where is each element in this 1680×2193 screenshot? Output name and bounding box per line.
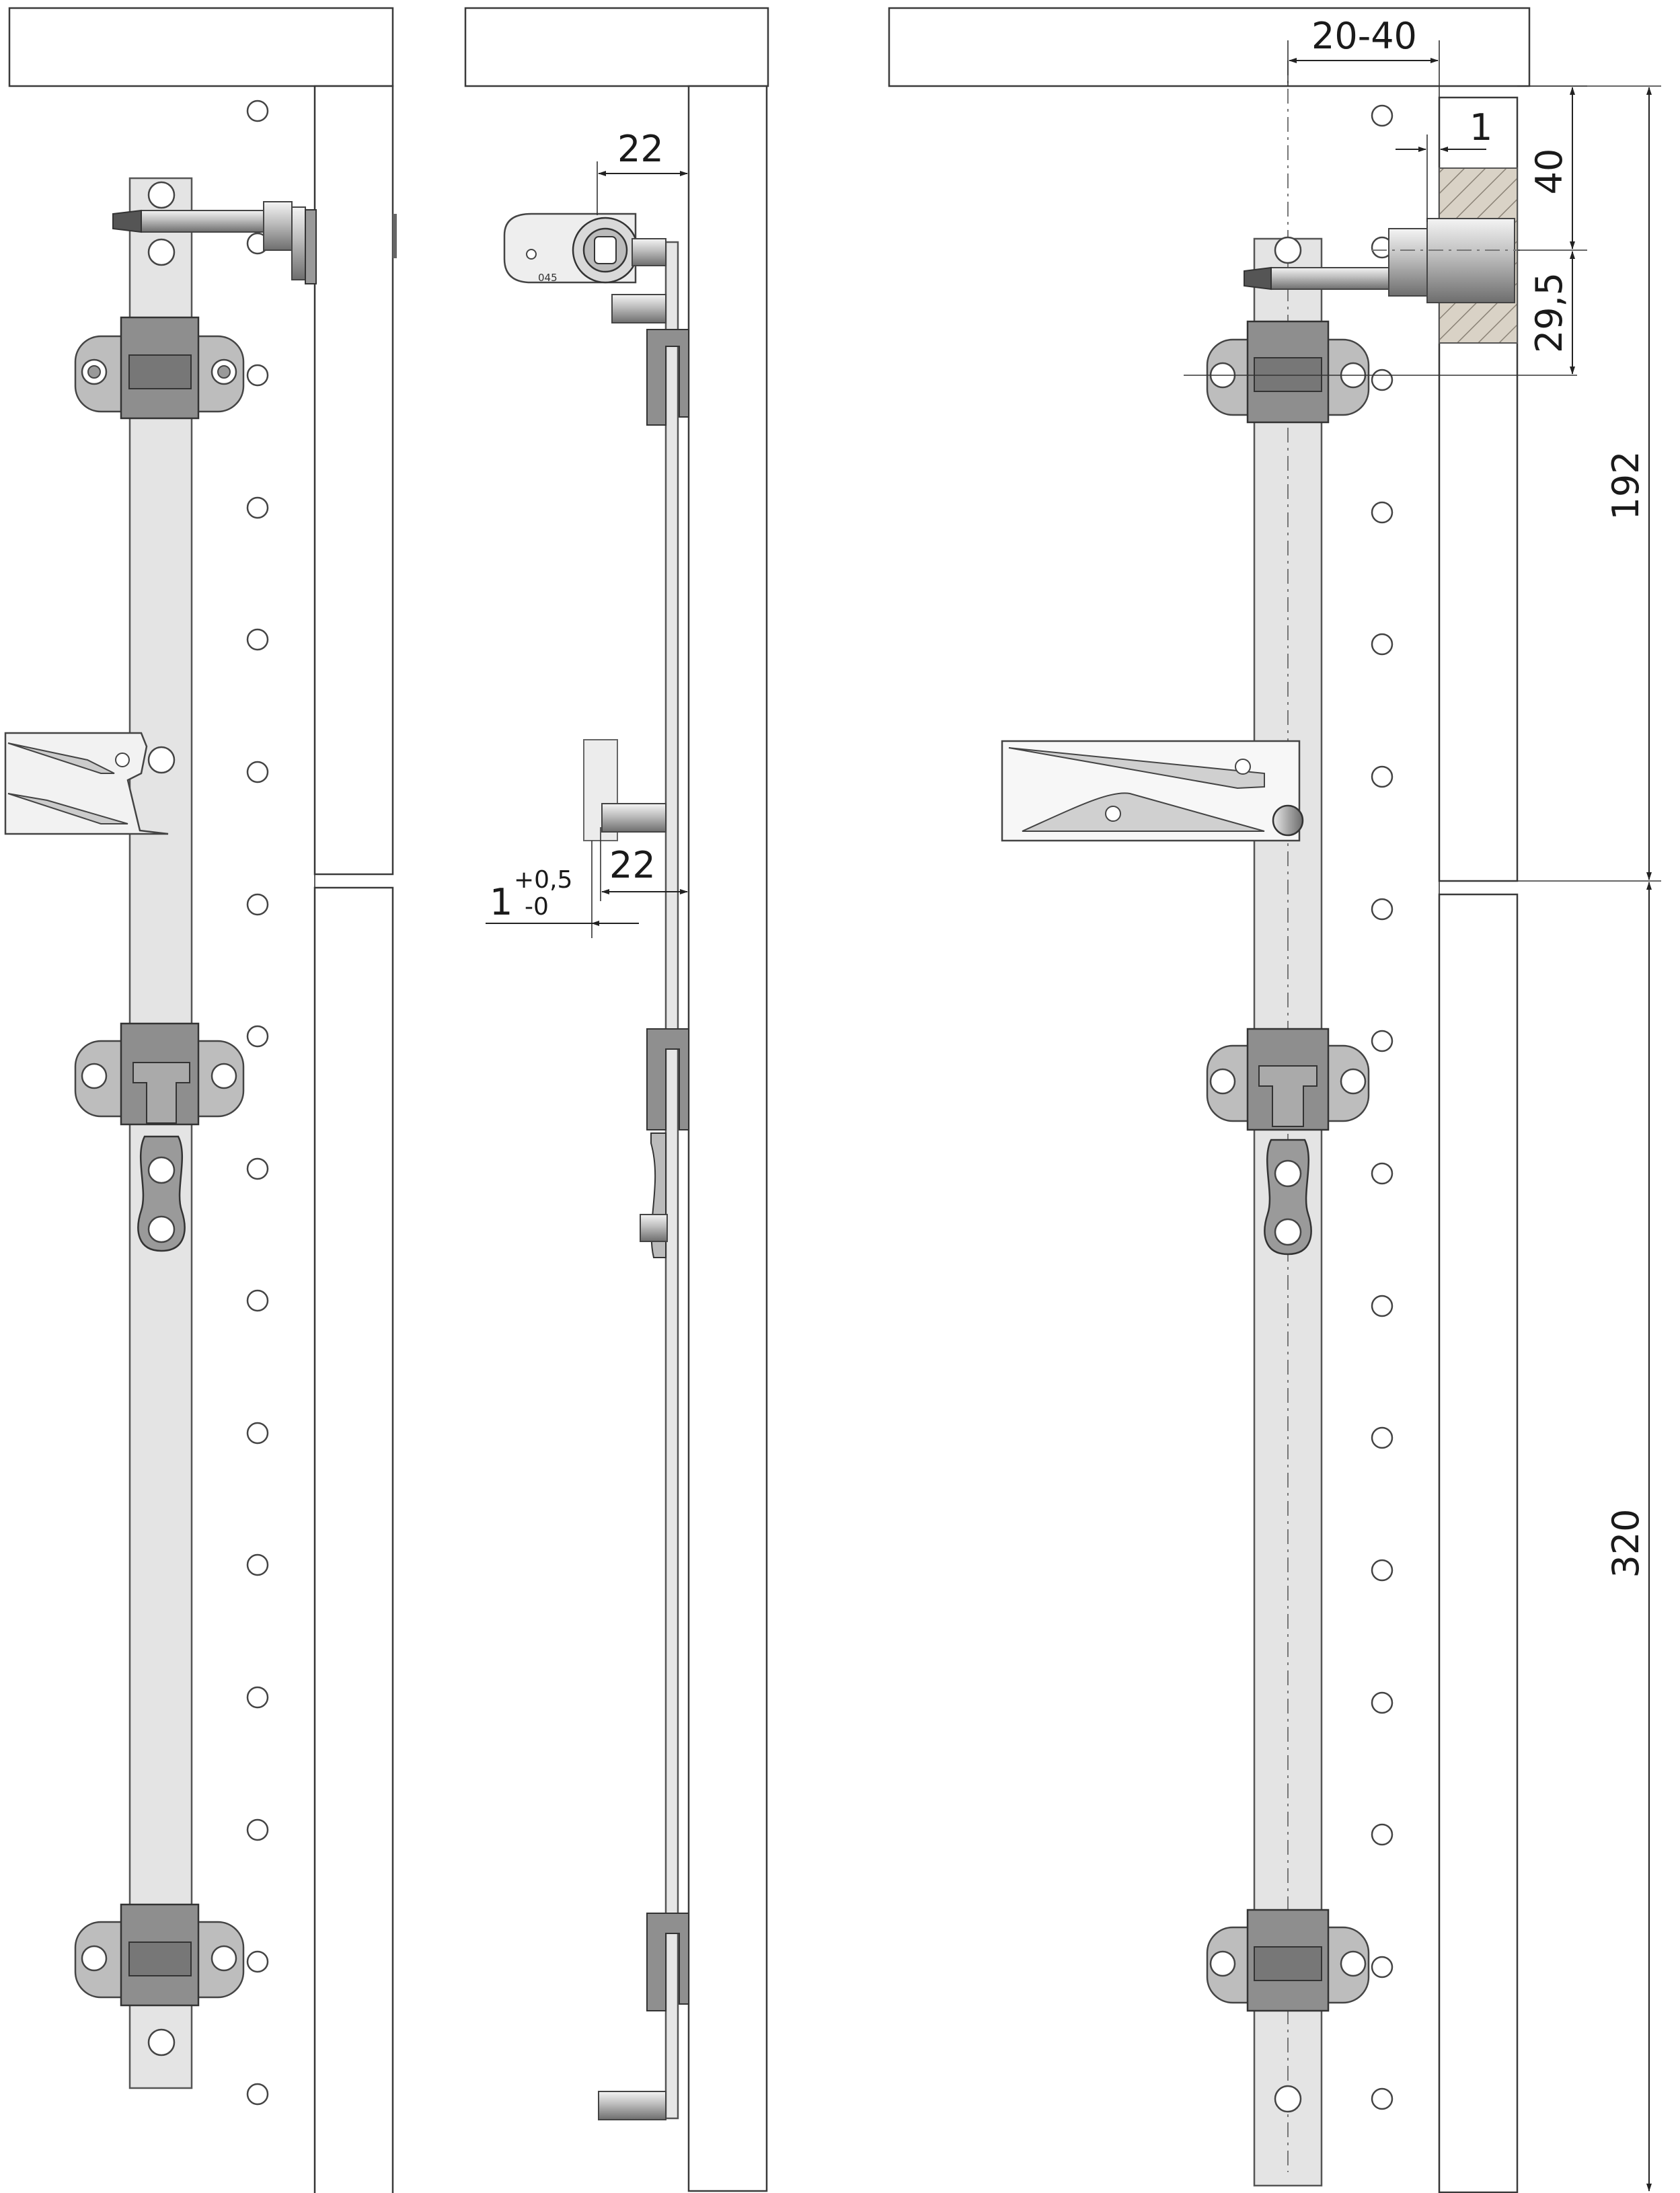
dim-29-5: 29,5 [1528,251,1575,375]
side-panel-left-upper [313,85,394,876]
dim-gap-1: 1 [1396,106,1492,222]
side-panel-right-lower [1438,893,1519,2193]
side-view: 045 22 22 [464,7,769,2192]
bracket-right-top [1184,320,1577,424]
dim-20-40: 20-40 [1287,15,1440,86]
support-pin-side [583,739,666,841]
locking-pin-left [112,201,397,284]
bracket-left-middle [74,1022,245,1252]
clip-profile-2 [646,1028,689,1130]
svg-text:+0,5: +0,5 [514,866,572,894]
top-panel-right [888,7,1531,87]
cam-stamp: 045 [538,272,558,284]
vertical-bar-side [664,241,679,2120]
svg-text:29,5: 29,5 [1528,272,1570,353]
dimensioned-view: 20-40 1 40 29,5 192 320 [888,7,1661,2193]
dim-22-middle: 22 [600,827,688,901]
shelf-support-right [1001,740,1304,842]
top-panel-middle [464,7,769,87]
system-holes-right [1371,104,1393,2110]
dim-40: 40 [1528,87,1575,249]
side-panel-left-lower [313,886,394,2193]
dim-320: 320 [1605,882,1652,2192]
dim-192: 192 [1517,85,1661,880]
support-bracket-left [4,732,169,835]
bottom-pin-side [598,2091,666,2120]
system-holes-left [246,100,269,2106]
svg-text:-0: -0 [525,893,549,921]
svg-text:320: 320 [1605,1508,1647,1578]
clip-profile-3 [646,1913,689,2011]
svg-text:1: 1 [490,881,512,923]
cam-lock: 045 [503,213,666,323]
clip-profile-1 [646,329,689,426]
bracket-left-bottom [74,1903,245,2007]
svg-text:1: 1 [1469,106,1492,149]
side-panel-middle [687,85,768,2192]
bracket-right-middle [1206,1028,1370,1256]
svg-text:40: 40 [1528,149,1570,195]
top-panel-left [8,7,394,87]
front-view [4,7,397,2193]
svg-text:192: 192 [1605,451,1647,520]
locking-pin-right [1244,218,1520,303]
bracket-right-bottom [1206,1909,1370,2012]
bracket-left-top [74,316,245,420]
dim-tolerance: 1 +0,5 -0 [486,841,639,938]
svg-text:22: 22 [617,128,664,170]
svg-text:22: 22 [609,844,656,886]
vertical-bar-left [128,177,193,2089]
svg-text:20-40: 20-40 [1311,15,1417,57]
dim-22-top: 22 [597,128,688,215]
